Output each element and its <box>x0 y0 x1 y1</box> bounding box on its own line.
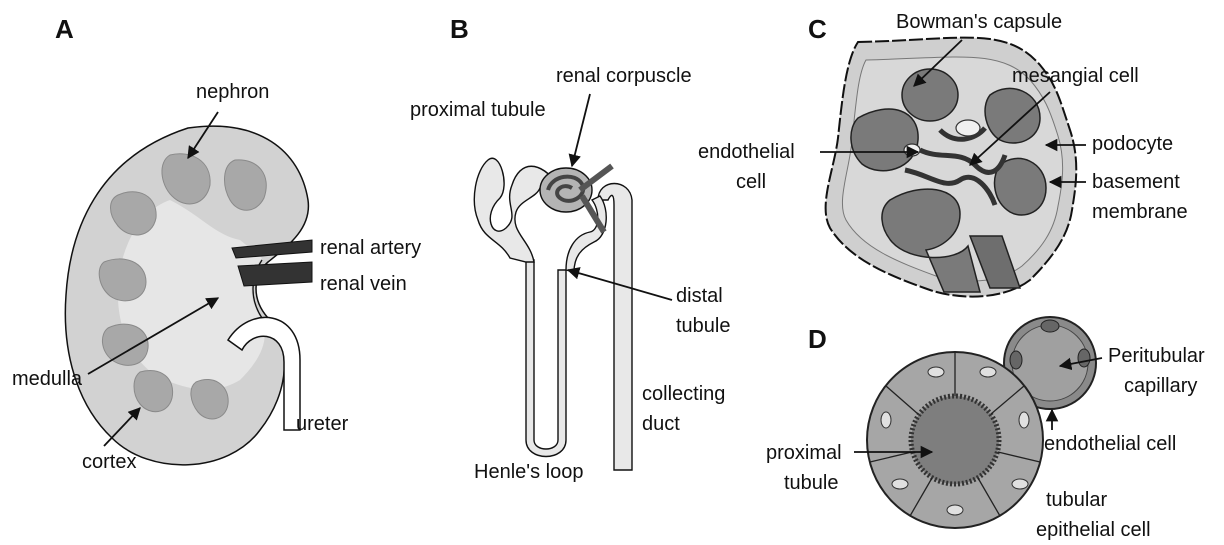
label-cortex: cortex <box>82 451 136 473</box>
label-endothelial-cell-c-line2: cell <box>736 171 766 193</box>
label-mesangial-cell: mesangial cell <box>1012 65 1139 87</box>
label-ureter: ureter <box>296 413 349 435</box>
label-renal-artery: renal artery <box>320 237 421 259</box>
label-proximal-tubule-d-line2: tubule <box>784 472 839 494</box>
label-peritubular-line1: Peritubular <box>1108 345 1205 367</box>
label-distal-tubule-line2: tubule <box>676 315 731 337</box>
panel-b-letter: B <box>450 14 469 44</box>
panel-d: D <box>766 317 1205 541</box>
label-bowmans-capsule: Bowman's capsule <box>896 11 1062 33</box>
label-distal-tubule-line1: distal <box>676 285 723 307</box>
label-medulla: medulla <box>12 368 83 390</box>
panel-a: A nephron renal artery renal vein medull… <box>12 14 421 473</box>
label-henles-loop: Henle's loop <box>474 461 583 483</box>
henles-loop <box>526 260 566 457</box>
endothelial-nucleus <box>956 120 980 136</box>
label-tubular-epithelial-line2: epithelial cell <box>1036 519 1151 541</box>
panel-c: C Bowman's capsule mesangial cell endoth… <box>698 11 1188 297</box>
label-endothelial-cell-c-line1: endothelial <box>698 141 795 163</box>
proximal-tubule-section <box>867 352 1043 528</box>
label-renal-vein: renal vein <box>320 273 407 295</box>
panel-b: B renal corpuscle proximal tubule distal… <box>410 14 731 483</box>
label-peritubular-line2: capillary <box>1124 375 1197 397</box>
label-proximal-tubule-b: proximal tubule <box>410 99 546 121</box>
label-nephron: nephron <box>196 81 269 103</box>
panel-d-letter: D <box>808 324 827 354</box>
label-renal-corpuscle: renal corpuscle <box>556 65 692 87</box>
capillary-lumen-cell <box>904 144 920 156</box>
label-endothelial-cell-d: endothelial cell <box>1044 433 1176 455</box>
label-tubular-epithelial-line1: tubular <box>1046 489 1107 511</box>
label-collecting-duct-line2: duct <box>642 413 680 435</box>
panel-c-letter: C <box>808 14 827 44</box>
arrow-renal-corpuscle <box>572 94 590 166</box>
label-collecting-duct-line1: collecting <box>642 383 725 405</box>
renal-vein-vessel <box>238 262 312 286</box>
label-podocyte: podocyte <box>1092 133 1173 155</box>
label-basement-membrane-line2: membrane <box>1092 201 1188 223</box>
proximal-convoluted-tubule <box>474 158 558 262</box>
panel-a-letter: A <box>55 14 74 44</box>
label-proximal-tubule-d-line1: proximal <box>766 442 842 464</box>
label-basement-membrane-line1: basement <box>1092 171 1180 193</box>
